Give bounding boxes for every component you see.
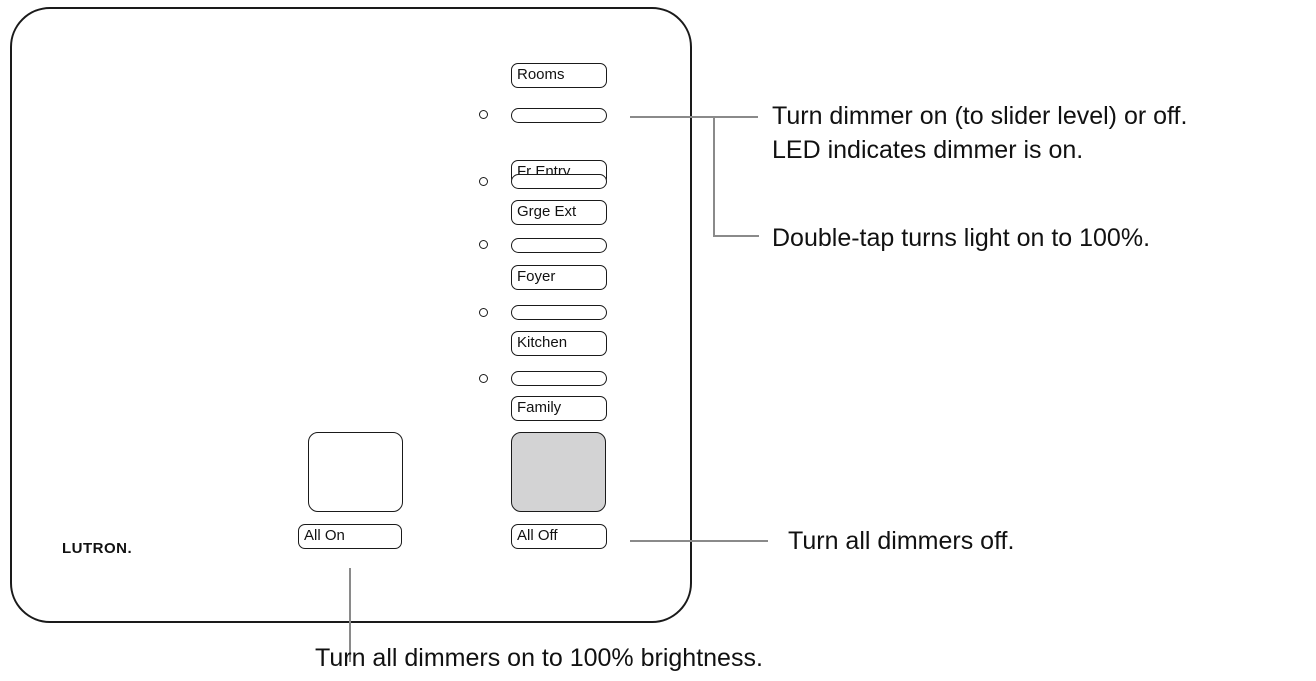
zone-toggle-leader-line [630,116,758,118]
rooms-header-label: Rooms [511,63,607,88]
double-tap-leader-vertical [713,116,715,236]
zone-3-label: Foyer [511,265,607,290]
keypad-faceplate [10,7,692,623]
zone-3-led [479,240,488,249]
zone-3-button[interactable] [511,238,607,253]
zone-toggle-callout-line2: LED indicates dimmer is on. [772,136,1084,164]
all-on-leader-line [349,568,351,662]
zone-5-button[interactable] [511,371,607,386]
all-off-label: All Off [511,524,607,549]
zone-2-label: Grge Ext [511,200,607,225]
all-on-callout: Turn all dimmers on to 100% brightness. [315,644,763,672]
zone-2-led [479,177,488,186]
double-tap-leader-horizontal [713,235,759,237]
all-on-label: All On [298,524,402,549]
zone-5-label: Family [511,396,607,421]
zone-2-button[interactable] [511,174,607,189]
zone-1-led [479,110,488,119]
zone-toggle-callout-line1: Turn dimmer on (to slider level) or off. [772,102,1188,130]
all-off-button[interactable] [511,432,606,512]
all-off-callout: Turn all dimmers off. [788,527,1015,555]
double-tap-callout: Double-tap turns light on to 100%. [772,224,1151,252]
zone-4-button[interactable] [511,305,607,320]
zone-4-label: Kitchen [511,331,607,356]
zone-1-button[interactable] [511,108,607,123]
zone-5-led [479,374,488,383]
lutron-logo: LUTRON. [62,540,133,557]
all-on-button[interactable] [308,432,403,512]
zone-4-led [479,308,488,317]
all-off-leader-line [630,540,768,542]
